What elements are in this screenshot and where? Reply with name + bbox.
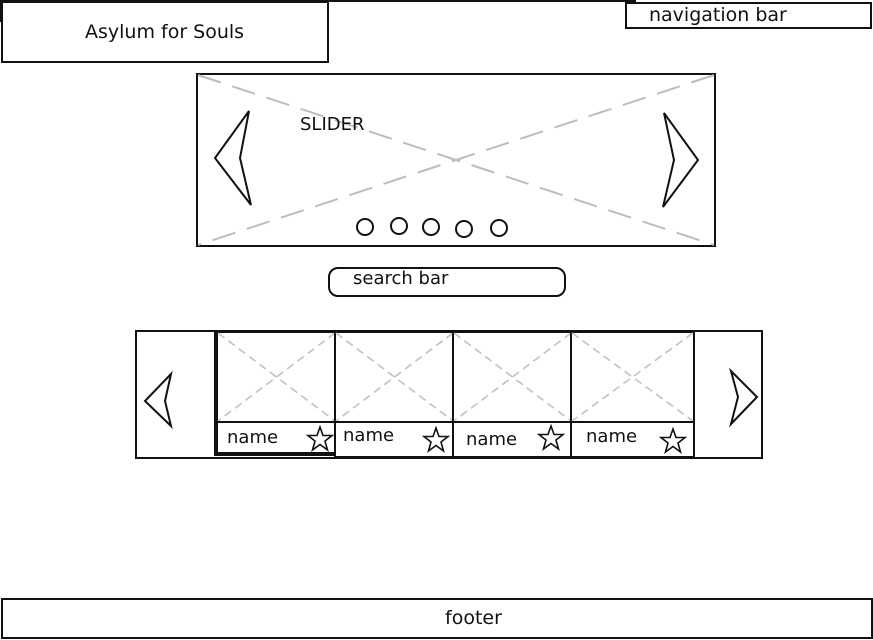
card-divider [218, 421, 337, 423]
star-icon[interactable] [305, 424, 335, 453]
card-name: name [586, 426, 638, 447]
product-card[interactable]: name [452, 331, 573, 458]
site-title-box[interactable]: Asylum for Souls [1, 1, 329, 63]
footer[interactable]: footer [1, 598, 873, 639]
slider-dot[interactable] [490, 219, 510, 239]
footer-label: footer [445, 607, 502, 629]
image-placeholder-cross [197, 74, 715, 246]
image-placeholder-cross [453, 332, 572, 422]
product-card[interactable]: name [214, 331, 337, 456]
site-title: Asylum for Souls [85, 21, 245, 43]
slider-dot[interactable] [422, 218, 442, 238]
card-divider [572, 421, 693, 423]
slider-dot[interactable] [390, 217, 410, 237]
image-placeholder-cross [217, 332, 336, 422]
slider-label: SLIDER [300, 114, 365, 135]
navigation-bar-label: navigation bar [649, 4, 787, 26]
image-placeholder-cross [335, 332, 454, 422]
slider-dot[interactable] [356, 218, 376, 238]
chevron-left-icon[interactable] [213, 109, 253, 207]
chevron-left-icon[interactable] [143, 370, 177, 430]
search-bar[interactable]: search bar [328, 267, 566, 297]
card-name: name [227, 427, 279, 448]
card-divider [336, 421, 453, 423]
product-card[interactable]: name [570, 331, 695, 458]
image-placeholder-cross [571, 332, 694, 422]
card-name: name [343, 425, 395, 446]
star-icon[interactable] [536, 423, 566, 452]
navigation-bar[interactable]: navigation bar [625, 2, 872, 29]
card-name: name [466, 429, 518, 450]
search-bar-label: search bar [353, 268, 449, 289]
chevron-right-icon[interactable] [660, 111, 700, 209]
card-divider [454, 421, 571, 423]
star-icon[interactable] [658, 426, 688, 455]
product-card[interactable]: name [334, 331, 455, 458]
chevron-right-icon[interactable] [727, 367, 761, 428]
hero-slider[interactable]: SLIDER [196, 73, 716, 247]
star-icon[interactable] [421, 425, 451, 454]
slider-dot[interactable] [455, 220, 475, 240]
